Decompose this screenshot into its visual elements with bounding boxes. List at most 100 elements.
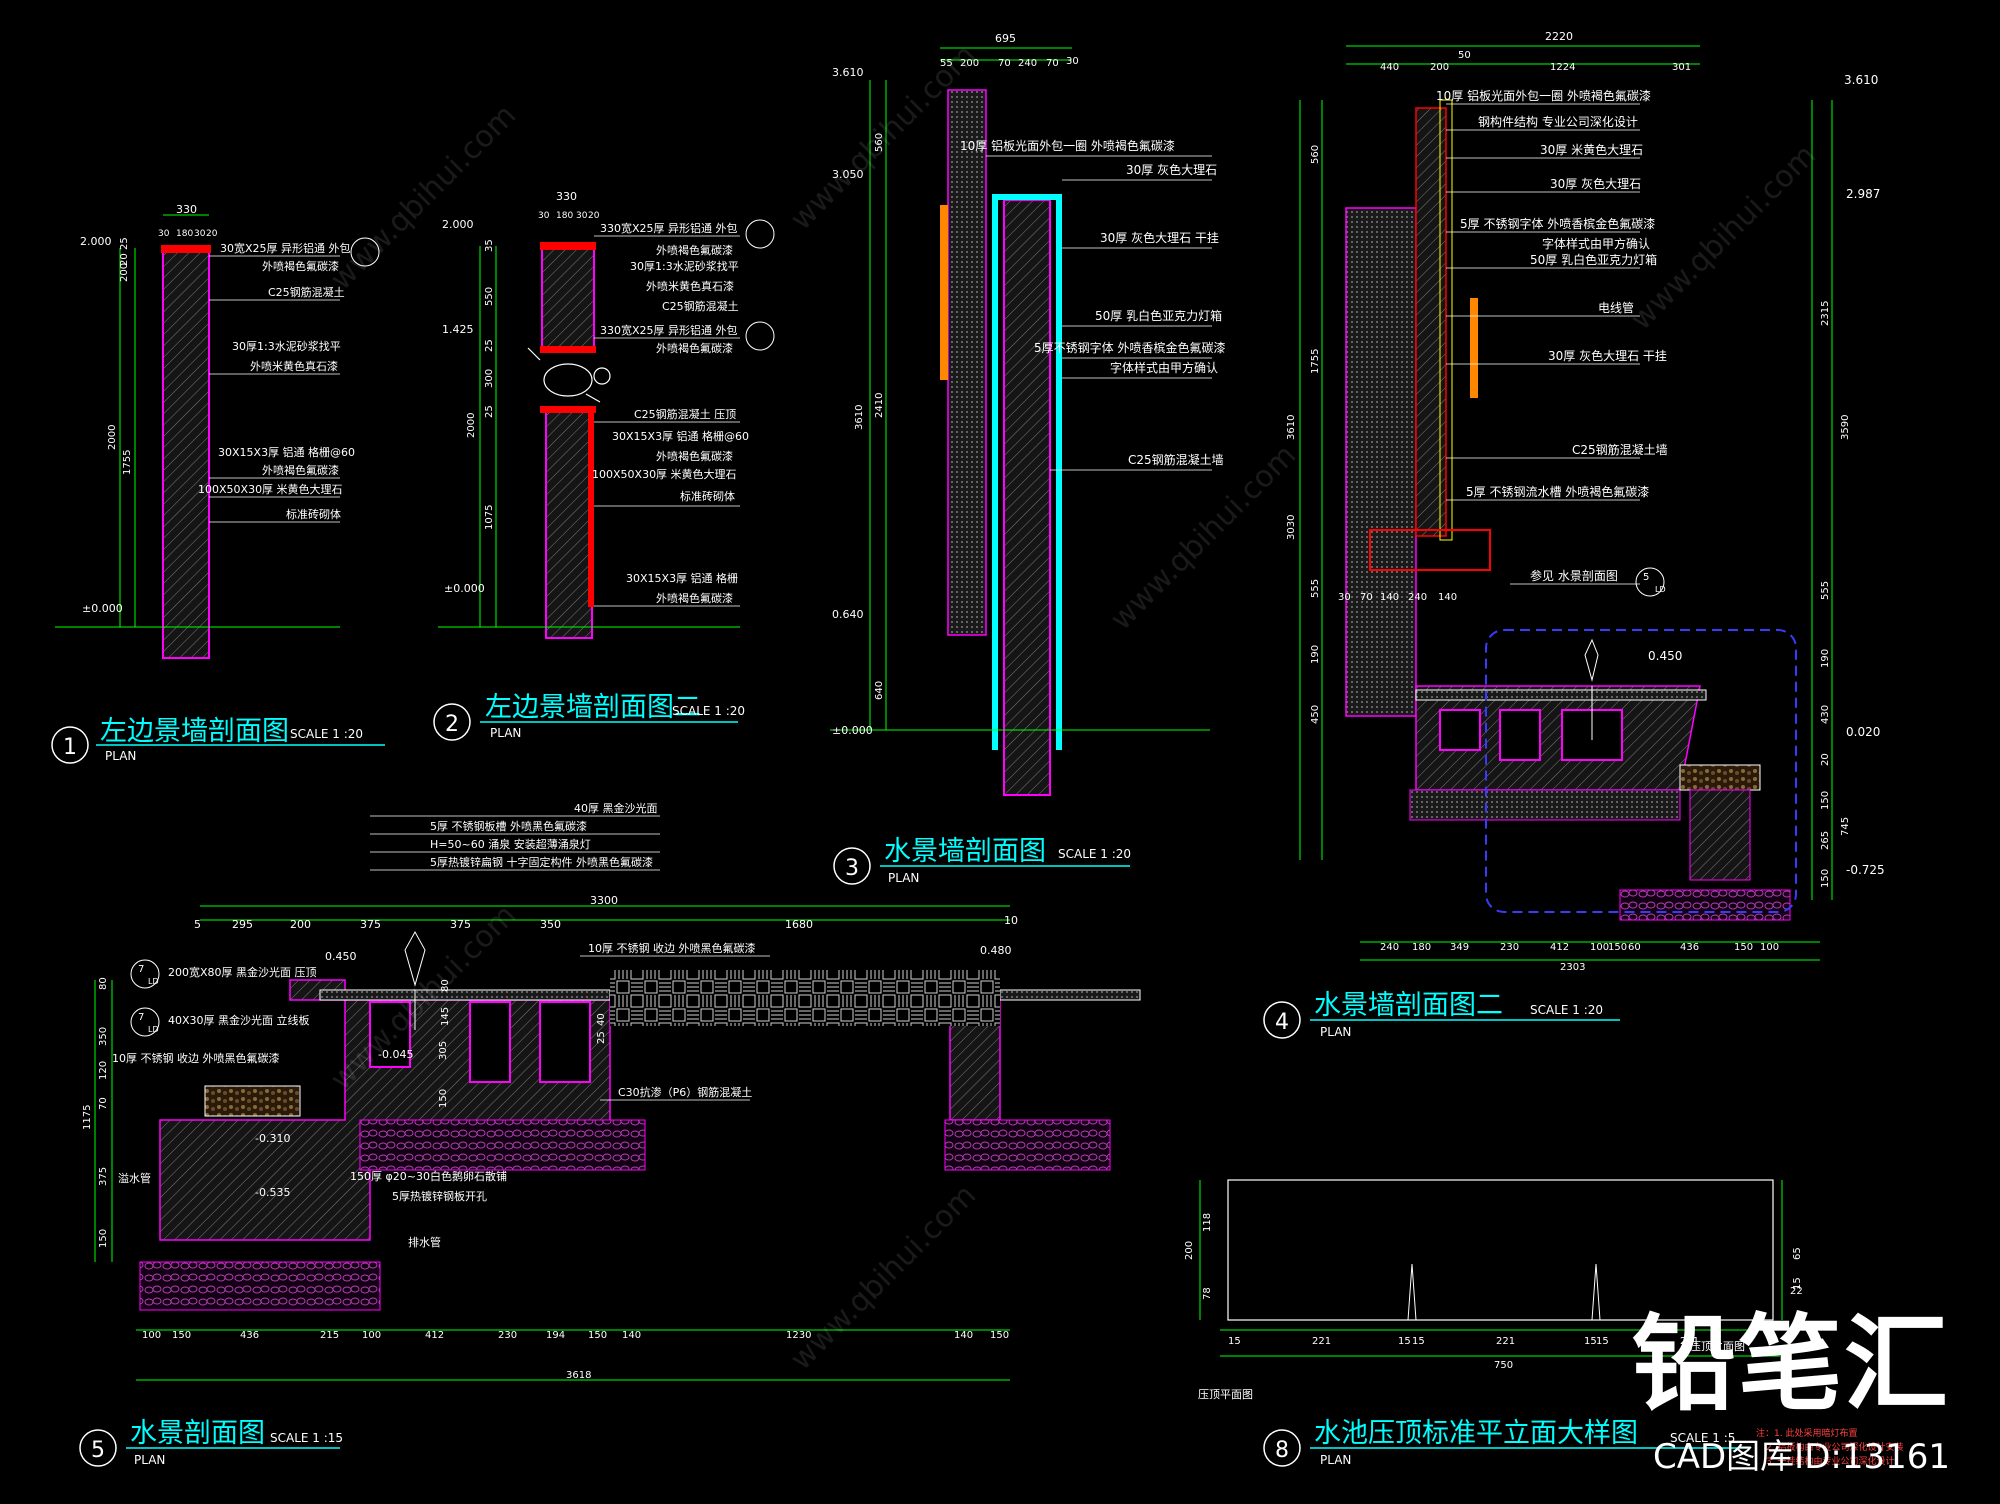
dim-bottom: 140 [622,1330,641,1341]
dim-left: 560 [874,133,885,152]
coping-right [999,989,1141,1001]
dim-top-item: 240 [1018,58,1037,69]
level-top: 2.000 [442,218,474,231]
dim-top: 5 [194,918,201,931]
note: C25钢筋混凝土 [662,299,739,313]
note: 30X15X3厚 铝通 格栅@60 [218,445,355,459]
notes: 330宽X25厚 异形铝通 外包 外喷褐色氟碳漆 30厚1:3水泥砂浆找平 外喷… [592,221,749,605]
dim-right: 150 [1820,869,1831,888]
dim-top-item: 30 [1066,56,1079,67]
ref-num: 7 [138,964,144,975]
base-layer [1619,889,1791,921]
note: 50厚 乳白色亚克力灯箱 [1095,308,1222,323]
dim: 221 [1312,1336,1331,1347]
dim-right: 555 [1820,581,1831,600]
detail-3: 695 55 200 70 240 70 30 3.610 3.050 0.64… [830,32,1225,885]
note: 外喷褐色氟碳漆 [262,259,339,273]
title-plan: PLAN [1320,1453,1351,1467]
dim-bottom: 150 [1608,942,1627,953]
dim-right: 65 [1792,1247,1803,1260]
dim: 15 [1412,1336,1425,1347]
dim-top-item: 440 [1380,62,1399,73]
level: 0.020 [1846,725,1880,739]
brand-id: CAD图库ID:13161 [1652,1437,1950,1477]
title-text: 水景墙剖面图 [884,836,1046,867]
level: 0.450 [1648,649,1682,663]
dim-bottom-total: 2303 [1560,962,1585,973]
pebble-bed [204,1085,301,1117]
dim-top-3: 180 [556,211,573,221]
light-box [940,205,948,380]
dim-left: 555 [1310,579,1321,598]
note: 10厚 不锈钢 收边 外喷黑色氟碳漆 [112,1051,280,1065]
dim: 221 [1496,1336,1515,1347]
dim-mid: 240 [1408,592,1427,603]
dim-top: 375 [450,918,471,931]
ref-num: 5 [1643,572,1649,583]
note: 注：1. 此处采用暗灯布置 [1756,1427,1857,1439]
note: 标准砖砌体 [286,507,341,521]
dim-bottom: 180 [1412,942,1431,953]
level: 2.987 [1846,187,1880,201]
wall-body [162,247,210,659]
dim-bottom: 230 [1500,942,1519,953]
note: 30厚 米黄色大理石 [1540,143,1643,157]
notes: 注：1. 此处采用暗灯布置 2. 铝板构由专业公司深化设计安装 3. 干挂结构由… [1756,1427,1903,1467]
dim-left: 550 [484,287,495,306]
dim-top-item: 55 [940,58,953,69]
note: 外喷米黄色真石漆 [250,359,338,373]
detail-1: 330 30 180 30 20 2.000 ±0.000 200 25 20 … [51,203,385,764]
note: 40X30厚 黑金沙光面 立线板 [168,1013,310,1027]
gravel-base [359,1119,646,1171]
note: 标准砖砌体 [680,489,735,503]
dim-top-item: 301 [1672,62,1691,73]
dim-left-2: 25 [119,237,130,250]
title-scale: SCALE 1 :20 [290,727,363,741]
dim-left: 1755 [1310,349,1321,374]
dim-bottom: 412 [425,1330,444,1341]
dim-right: 3590 [1840,415,1851,440]
ref-sheet: LD [148,1025,159,1034]
detail-4: 2220 440 200 50 1224 301 3.610 2.987 0.4… [1263,30,1885,1039]
title-text: 左边景墙剖面图 [100,716,289,747]
bird-sculpture [527,347,611,403]
title-plan: PLAN [490,726,521,740]
note: 5厚热镀锌扁钢 十字固定构件 外喷黑色氟碳漆 [430,855,653,869]
note: 字体样式由甲方确认 [1110,360,1218,375]
dim-mid: 30 [1338,592,1351,603]
level: 0.450 [325,950,357,963]
dim-bottom: 240 [1380,942,1399,953]
dim-left-4: 2000 [107,425,118,450]
note: 330宽X25厚 异形铝通 外包 [600,323,738,337]
title-scale: SCALE 1 :20 [672,704,745,718]
note: 外喷褐色氟碳漆 [656,243,733,257]
note: 10厚 铝板光面外包一圈 外喷褐色氟碳漆 [1436,88,1651,103]
detail-8: 15 221 15 15 221 15 15 221 750 200 118 7… [1184,1179,1903,1467]
note: 10厚 不锈钢 收边 外喷黑色氟碳漆 [588,941,756,955]
note: 电线管 [1598,300,1634,315]
title-bubble [1263,1429,1301,1467]
dim-bottom: 60 [1628,942,1641,953]
dim-bottom: 150 [172,1330,191,1341]
dim-bottom: 150 [1734,942,1753,953]
note: 100X50X30厚 米黄色大理石 [592,467,737,481]
dim: 15 [1398,1336,1411,1347]
dim-top-4: 30 [576,211,588,221]
note: 外喷褐色氟碳漆 [656,341,733,355]
ref-bubble [130,959,160,989]
level: -0.535 [255,1186,290,1199]
dim-right: 22 [1790,1286,1803,1297]
title-bubble [51,726,89,764]
note: 钢构件结构 专业公司深化设计 [1478,114,1638,129]
note: 5厚 不锈钢板槽 外喷黑色氟碳漆 [430,819,587,833]
dim-left: 118 [1202,1213,1213,1232]
dim-left: 2000 [466,413,477,438]
dim-left: 450 [1310,705,1321,724]
dim-left: 3030 [1286,515,1297,540]
dim-left: 35 [484,239,495,252]
note: 50厚 乳白色亚克力灯箱 [1530,252,1657,267]
notes: 40厚 黑金沙光面 5厚 不锈钢板槽 外喷黑色氟碳漆 H=50~60 涌泉 安装… [112,801,756,1249]
coping-plan [1227,1179,1774,1321]
note: 30厚1:3水泥砂浆找平 [630,259,739,273]
